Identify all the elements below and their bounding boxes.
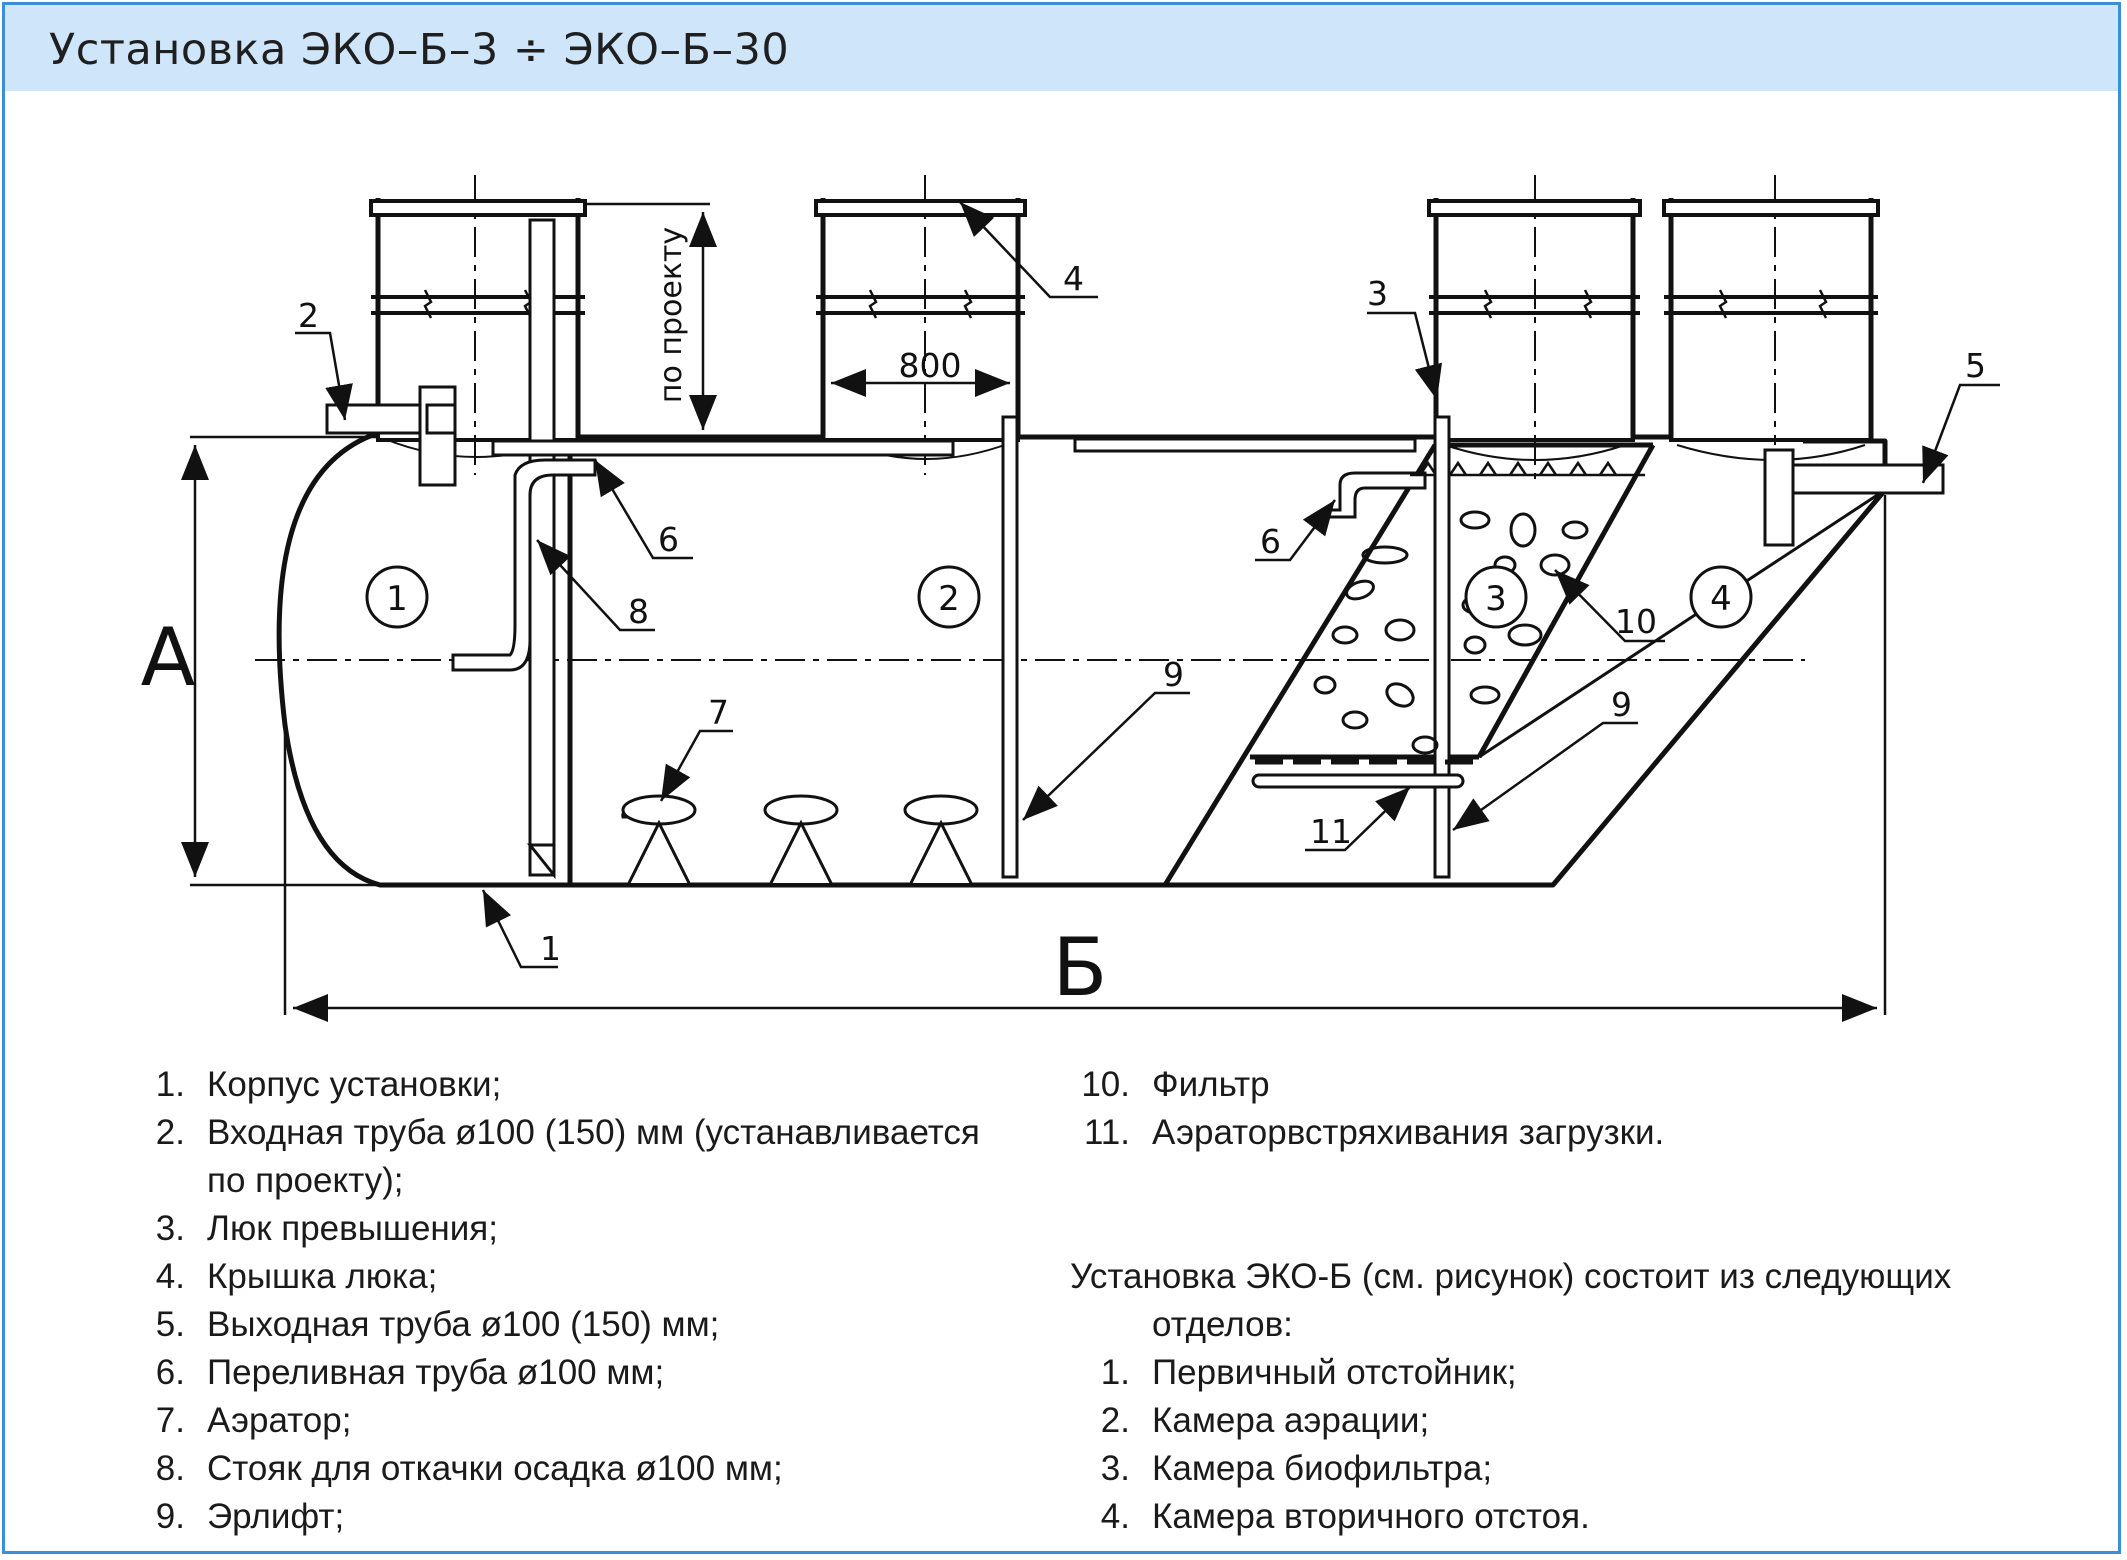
callout-7: 7	[708, 693, 729, 732]
legend-right: 10.Фильтр 11.Аэраторвстряхивания загрузк…	[1070, 1061, 2070, 1541]
composition-intro: Установка ЭКО-Б (см. рисунок) состоит из…	[1070, 1257, 1952, 1344]
legend-item: 11.Аэраторвстряхивания загрузки.	[1083, 1113, 1665, 1152]
dimension-neck-height: по проекту	[654, 227, 689, 403]
legend-item: 4.Крышка люка;	[155, 1257, 438, 1296]
legend-item: 10.Фильтр	[1081, 1065, 1270, 1104]
shake-aerator	[1251, 773, 1465, 789]
tank-drawing: 1 2 3 4 А Б 800 по проекту	[141, 175, 2000, 1022]
dimension-b-label: Б	[1053, 921, 1108, 1014]
break-marks	[423, 289, 1828, 319]
legend-spacer	[1070, 1157, 2070, 1253]
callout-8: 8	[628, 592, 649, 631]
callout-3: 3	[1367, 274, 1388, 313]
overflow-pipe-right	[1323, 471, 1427, 519]
legend-item: 8.Стояк для откачки осадка ø100 мм;	[155, 1449, 783, 1488]
chamber-number-4: 4	[1710, 579, 1732, 619]
callout-6-right: 6	[1260, 522, 1281, 561]
callout-2: 2	[298, 296, 319, 335]
airlift-right	[1433, 415, 1451, 879]
legend-left: 1.Корпус установки; 2.Входная труба ø100…	[125, 1061, 1025, 1541]
partition-hatch	[1478, 488, 1886, 759]
title-bar: Установка ЭКО–Б–3 ÷ ЭКО–Б–30	[5, 5, 2118, 91]
composition-item: 2.Камера аэрации;	[1100, 1401, 1430, 1440]
overflow-pipe-left	[451, 439, 955, 672]
outlet-pipe	[1763, 448, 1945, 547]
callout-11: 11	[1310, 812, 1352, 851]
callout-4: 4	[1063, 259, 1084, 298]
axis-lines	[255, 175, 1805, 661]
dimension-neck-width: 800	[899, 346, 962, 385]
legend-item: 7.Аэратор;	[155, 1401, 352, 1440]
callout-5: 5	[1965, 346, 1986, 385]
legend-item: 6.Переливная труба ø100 мм;	[155, 1353, 665, 1392]
callout-1: 1	[540, 929, 561, 968]
callout-6-left: 6	[658, 520, 679, 559]
aerators	[621, 794, 979, 884]
callout-9-left: 9	[1163, 655, 1184, 694]
legend-item: 1.Корпус установки;	[155, 1065, 502, 1104]
callouts: 1 2 3 4 5 6 6 7 8 9 9 10 11	[298, 259, 1986, 968]
composition-item: 1.Первичный отстойник;	[1100, 1353, 1517, 1392]
chamber-number-1: 1	[386, 579, 408, 619]
dimension-lines	[181, 202, 1887, 1022]
legend-item: 3.Люк превышения;	[155, 1209, 498, 1248]
sludge-riser	[526, 218, 556, 880]
page-title: Установка ЭКО–Б–3 ÷ ЭКО–Б–30	[49, 25, 790, 75]
chamber-markers	[365, 565, 1753, 629]
callout-10: 10	[1615, 602, 1657, 641]
manholes	[369, 199, 1880, 442]
legend-item: 5.Выходная труба ø100 (150) мм;	[155, 1305, 720, 1344]
legend-item: 2.Входная труба ø100 (150) мм (устанавли…	[155, 1113, 980, 1200]
composition-item: 4.Камера вторичного отстоя.	[1100, 1497, 1590, 1536]
dimension-a-label: А	[141, 611, 196, 704]
leader-lines	[295, 201, 2000, 969]
chamber-number-2: 2	[938, 579, 960, 619]
legend-item: 9.Эрлифт;	[155, 1497, 345, 1536]
callout-9-right: 9	[1611, 685, 1632, 724]
composition-item: 3.Камера биофильтра;	[1100, 1449, 1493, 1488]
airlift-left	[1001, 415, 1417, 879]
chamber-number-3: 3	[1485, 579, 1507, 619]
